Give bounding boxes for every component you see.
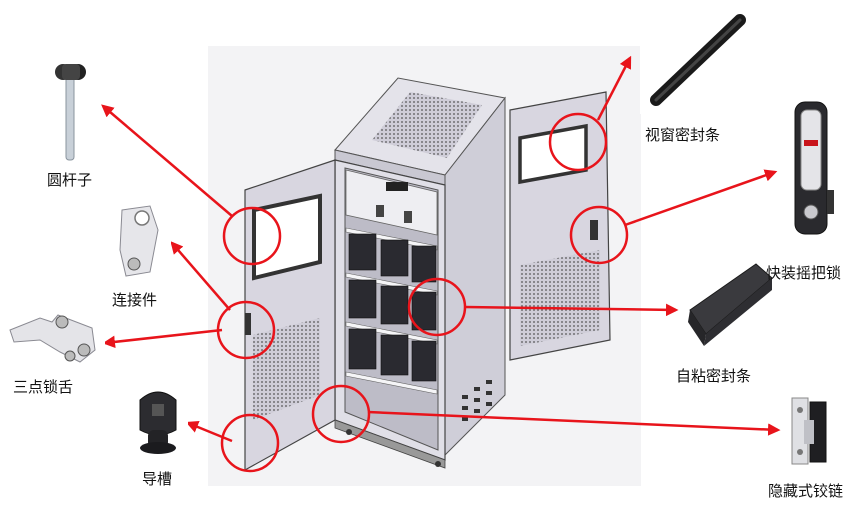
display-readout	[386, 182, 408, 191]
label-three-point-tongue: 三点锁舌	[13, 378, 74, 396]
quick-handle-lock-image	[780, 90, 838, 250]
circle-guide-groove	[220, 413, 280, 473]
label-quick-handle-lock: 快装摇把锁	[766, 264, 842, 282]
arrow-window-seal	[596, 55, 632, 121]
circle-window-seal	[548, 112, 608, 172]
label-connector: 连接件	[112, 291, 158, 309]
hidden-hinge-image	[782, 390, 834, 474]
circle-quick-handle-lock	[569, 205, 629, 265]
arrow-guide-groove	[185, 421, 233, 443]
three-point-tongue-image	[5, 300, 105, 372]
arrow-quick-handle-lock	[624, 169, 778, 227]
arrow-connector	[170, 241, 231, 311]
left-door-handle	[245, 313, 251, 335]
arrow-hidden-hinge	[367, 410, 781, 436]
label-round-rod: 圆杆子	[47, 171, 93, 189]
arrow-three-point-tongue	[102, 328, 223, 349]
right-door-lock	[590, 220, 598, 240]
right-door	[509, 91, 611, 361]
cabinet	[334, 77, 506, 469]
guide-groove-image	[128, 378, 188, 460]
window-seal-image	[640, 8, 748, 114]
callout-arrows	[101, 55, 781, 443]
label-adhesive-seal: 自粘密封条	[676, 367, 752, 385]
battery-rack	[348, 233, 437, 382]
highlight-circles	[216, 112, 629, 473]
arrow-round-rod	[101, 104, 233, 217]
label-guide-groove: 导槽	[142, 470, 173, 488]
connector-image	[115, 198, 171, 284]
roof-vent	[372, 92, 482, 158]
left-door	[244, 159, 336, 472]
round-rod-image	[42, 42, 100, 164]
label-window-seal: 视窗密封条	[645, 126, 721, 144]
adhesive-seal-image	[680, 256, 780, 356]
circle-hidden-hinge	[311, 384, 371, 444]
label-hidden-hinge: 隐藏式铰链	[768, 482, 844, 500]
left-door-window	[252, 193, 322, 281]
right-door-vent	[520, 250, 600, 346]
circle-round-rod	[222, 206, 282, 266]
arrow-adhesive-seal	[464, 303, 679, 317]
